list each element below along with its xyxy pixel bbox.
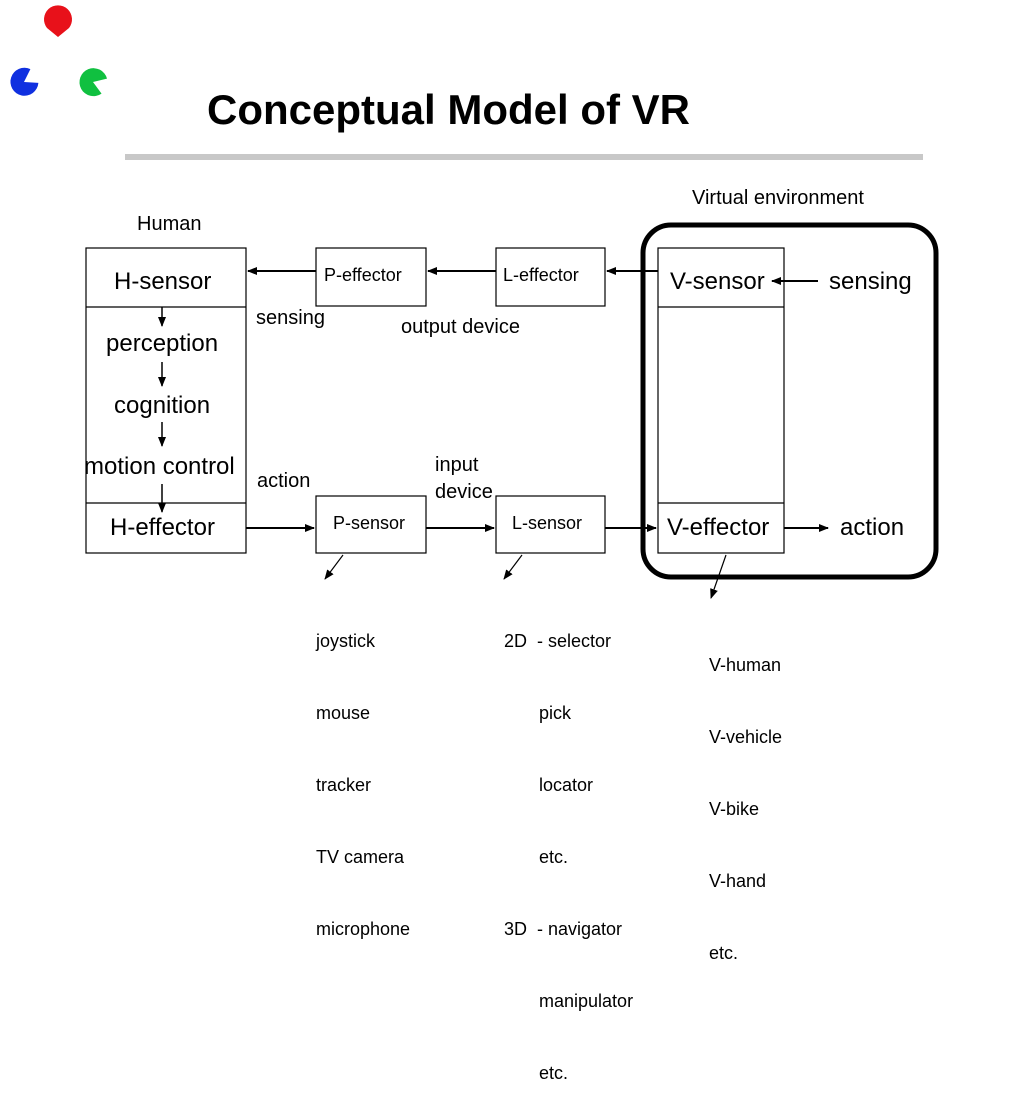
- list-item: tracker: [316, 775, 372, 795]
- p-effector-label: P-effector: [324, 265, 402, 285]
- list-item: V-vehicle: [709, 727, 783, 747]
- list-item: V-human: [709, 655, 782, 675]
- list-item: V-hand: [709, 871, 767, 891]
- list-item: locator: [504, 775, 594, 795]
- list-item: 3D - navigator: [504, 919, 623, 939]
- vr-model-diagram: [85, 222, 939, 599]
- p-sensor-box: [315, 495, 427, 554]
- h-effector-label: H-effector: [110, 514, 215, 541]
- l-effector-box: [495, 247, 606, 307]
- virtual-environment-frame: [640, 222, 939, 580]
- l-effector-label: L-effector: [503, 265, 579, 285]
- cognition-label: cognition: [114, 392, 211, 419]
- green-pacman-icon: [79, 68, 108, 97]
- l-sensor-box: [495, 495, 606, 554]
- pointer-psensor-list: [324, 554, 344, 580]
- human-label: Human: [137, 213, 202, 235]
- v-effector-label: V-effector: [667, 514, 770, 541]
- red-pacman-icon: [44, 5, 73, 37]
- list-item: mouse: [316, 703, 371, 723]
- list-item: etc.: [504, 1063, 569, 1083]
- motion-control-label: motion control: [84, 453, 235, 480]
- list-item: microphone: [316, 919, 411, 939]
- perception-label: perception: [106, 330, 219, 357]
- output-device-label: output device: [401, 316, 520, 338]
- list-item: etc.: [709, 943, 739, 963]
- list-item: TV camera: [316, 847, 405, 867]
- p-effector-box: [315, 247, 427, 307]
- list-item: etc.: [504, 847, 569, 867]
- p-sensor-label: P-sensor: [333, 513, 406, 533]
- h-sensor-label: H-sensor: [114, 268, 212, 295]
- title-divider: [125, 154, 923, 160]
- human-column-box: [85, 247, 247, 554]
- l-sensor-label: L-sensor: [512, 513, 583, 533]
- action-right-label: action: [840, 514, 905, 541]
- v-sensor-label: V-sensor: [670, 268, 765, 295]
- pointer-veffector-list: [710, 554, 727, 599]
- page-title: Conceptual Model of VR: [207, 86, 690, 133]
- sensing-left-label: sensing: [256, 307, 325, 329]
- action-left-label: action: [257, 470, 311, 492]
- virtual-environment-label: Virtual environment: [692, 187, 864, 209]
- list-item: joystick: [316, 631, 376, 651]
- v-effector-examples: V-human V-vehicle V-bike V-hand etc.: [709, 605, 782, 989]
- l-sensor-examples: 2D - selector pick locator etc. 3D - nav…: [504, 581, 633, 1109]
- blue-pacman-icon: [10, 67, 39, 96]
- pointer-lsensor-list: [503, 554, 523, 580]
- list-item: manipulator: [504, 991, 634, 1011]
- input-device-label: input device: [435, 454, 493, 503]
- list-item: pick: [504, 703, 572, 723]
- p-sensor-examples: joystick mouse tracker TV camera microph…: [316, 581, 410, 965]
- v-column-box: [657, 247, 785, 554]
- list-item: 2D - selector: [504, 631, 612, 651]
- pacman-logo: [10, 5, 108, 97]
- list-item: V-bike: [709, 799, 760, 819]
- sensing-right-label: sensing: [829, 268, 912, 295]
